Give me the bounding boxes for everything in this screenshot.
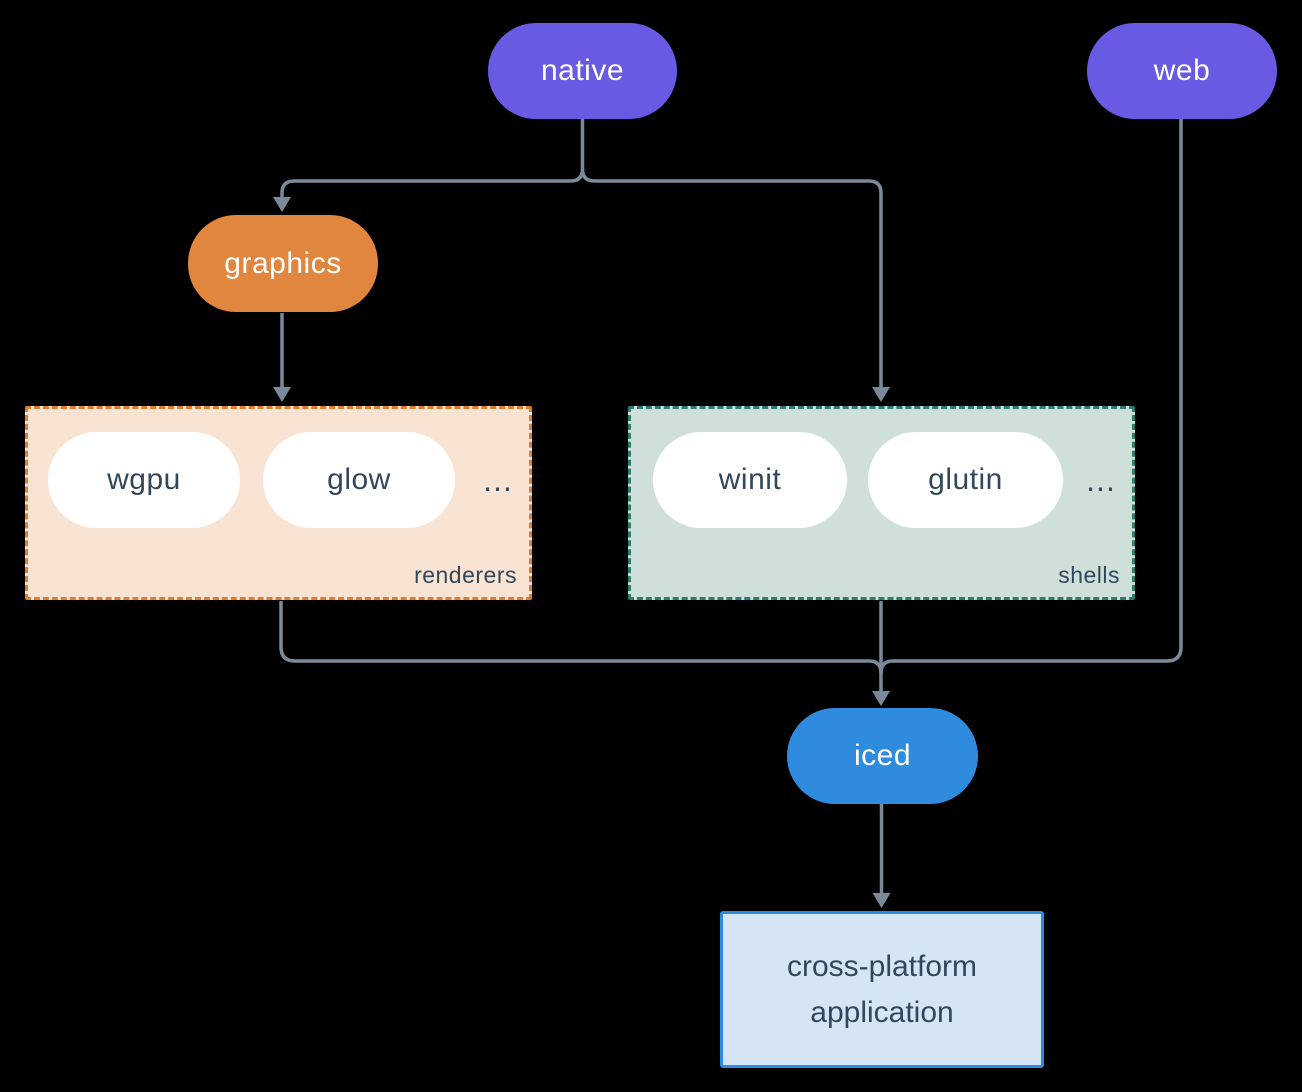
- renderers-group-label: renderers: [414, 562, 517, 588]
- node-wgpu: wgpu: [48, 432, 240, 528]
- node-graphics: graphics: [188, 215, 378, 312]
- node-winit: winit: [653, 432, 847, 528]
- arrowhead-iced: [872, 691, 890, 706]
- edge-native-shells: [580, 168, 883, 388]
- edge-native-graphics: [280, 168, 585, 197]
- node-glow: glow: [263, 432, 455, 528]
- renderers-ellipsis: ...: [483, 461, 513, 498]
- node-iced: iced: [787, 708, 978, 804]
- shells-ellipsis: ...: [1086, 461, 1116, 498]
- arrowhead-application: [872, 893, 891, 908]
- group-renderers: wgpu glow ... renderers: [25, 406, 532, 600]
- arrowhead-graphics: [273, 197, 291, 212]
- group-shells: winit glutin ... shells: [628, 406, 1135, 600]
- arrowhead-renderers: [273, 387, 291, 402]
- node-glutin: glutin: [868, 432, 1063, 528]
- node-web: web: [1087, 23, 1277, 119]
- node-native: native: [488, 23, 677, 119]
- node-cross-platform-application: cross-platform application: [720, 911, 1044, 1068]
- shells-group-label: shells: [1058, 562, 1120, 588]
- arrowhead-shells: [872, 387, 890, 402]
- edge-renderers-iced: [279, 601, 883, 674]
